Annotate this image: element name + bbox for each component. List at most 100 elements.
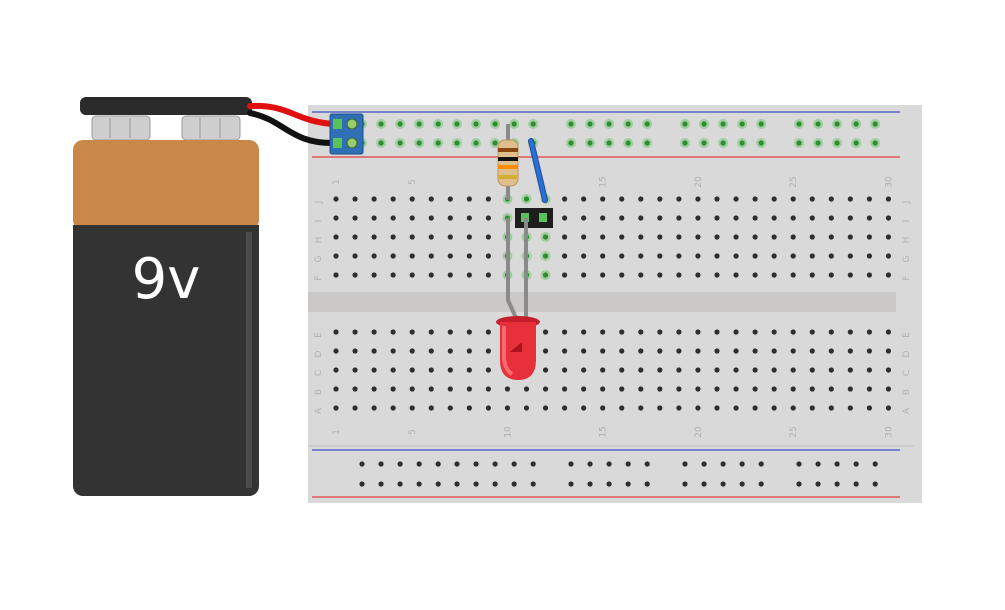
rail-hole-bottom-negative xyxy=(872,461,878,467)
rail-hole-top-positive xyxy=(758,140,764,146)
battery-edge-shine xyxy=(246,232,252,488)
rail-hole-bottom-negative xyxy=(473,461,479,467)
hole-F28 xyxy=(847,272,853,278)
rail-hole-bottom-negative xyxy=(701,461,707,467)
row-label-right: G xyxy=(902,255,912,262)
rail-hole-top-positive xyxy=(720,140,726,146)
rail-hole-top-positive xyxy=(682,140,688,146)
hole-B10 xyxy=(504,386,511,392)
rail-hole-bottom-positive xyxy=(587,481,593,487)
hole-C18 xyxy=(657,367,663,373)
hole-C2 xyxy=(352,367,358,373)
column-label-top: 1 xyxy=(332,179,342,185)
hole-A26 xyxy=(809,405,815,411)
hole-D16 xyxy=(619,348,625,354)
rail-hole-top-positive xyxy=(606,140,612,146)
row-label-left: I xyxy=(314,220,324,223)
hole-D25 xyxy=(790,348,796,354)
rail-hole-top-positive xyxy=(397,140,403,146)
hole-D2 xyxy=(352,348,358,354)
column-label-top: 25 xyxy=(789,176,799,187)
rail-hole-bottom-positive xyxy=(625,481,631,487)
hole-E25 xyxy=(790,329,796,335)
hole-G17 xyxy=(638,253,644,259)
rail-hole-top-negative xyxy=(720,121,726,127)
rail-hole-top-negative xyxy=(378,121,384,127)
hole-D24 xyxy=(771,348,777,354)
hole-J13 xyxy=(562,196,568,202)
resistor-band-3 xyxy=(498,165,518,169)
hole-D17 xyxy=(638,348,644,354)
hole-F29 xyxy=(866,272,873,278)
rail-hole-top-negative xyxy=(682,121,688,127)
hole-B13 xyxy=(562,386,568,392)
hole-E6 xyxy=(428,329,434,335)
hole-J18 xyxy=(657,196,663,202)
rail-hole-bottom-positive xyxy=(701,481,707,487)
hole-A2 xyxy=(352,405,358,411)
rail-hole-bottom-negative xyxy=(739,461,745,467)
hole-A13 xyxy=(562,405,568,411)
hole-I1 xyxy=(333,215,339,221)
hole-J8 xyxy=(466,196,472,202)
jumper-wire xyxy=(529,139,547,202)
rail-hole-top-negative xyxy=(587,121,593,127)
hole-E27 xyxy=(828,329,834,335)
row-label-left: J xyxy=(314,201,324,205)
rail-hole-top-positive xyxy=(435,140,441,146)
rail-hole-top-positive xyxy=(739,140,745,146)
hole-D1 xyxy=(333,348,339,354)
breadboard-labels: 115510101515202025253030JJIIHHGGFFEEDDCC… xyxy=(314,176,912,438)
hole-D12 xyxy=(542,348,549,354)
rail-hole-top-positive xyxy=(644,140,650,146)
hole-A24 xyxy=(771,405,777,411)
battery-body-joint xyxy=(73,225,259,235)
hole-G24 xyxy=(771,253,777,259)
hole-B11 xyxy=(523,386,530,392)
battery-snap-clip xyxy=(80,97,252,115)
hole-A12 xyxy=(542,405,549,411)
hole-A1 xyxy=(333,405,339,411)
hole-J24 xyxy=(771,196,777,202)
hole-G26 xyxy=(809,253,815,259)
hole-G19 xyxy=(676,253,682,259)
hole-F19 xyxy=(676,272,682,278)
hole-A11 xyxy=(523,405,530,411)
hole-B16 xyxy=(619,386,625,392)
battery-terminal-left xyxy=(91,115,151,141)
rail-hole-bottom-negative xyxy=(644,461,650,467)
hole-B22 xyxy=(733,386,739,392)
hole-B30 xyxy=(885,386,892,392)
rail-hole-top-negative xyxy=(834,121,840,127)
hole-G5 xyxy=(409,253,415,259)
row-label-right: D xyxy=(902,350,912,357)
hole-C26 xyxy=(809,367,815,373)
rail-hole-top-positive xyxy=(701,140,707,146)
hole-D20 xyxy=(695,348,701,354)
rail-hole-top-negative xyxy=(416,121,422,127)
hole-B20 xyxy=(695,386,701,392)
hole-F13 xyxy=(562,272,568,278)
hole-B7 xyxy=(447,386,453,392)
hole-F2 xyxy=(352,272,358,278)
hole-H23 xyxy=(752,234,758,240)
hole-G30 xyxy=(885,253,892,259)
rail-hole-top-negative xyxy=(625,121,631,127)
hole-G9 xyxy=(485,253,491,259)
header-pin xyxy=(539,213,547,222)
hole-D21 xyxy=(714,348,720,354)
hole-J17 xyxy=(638,196,644,202)
positive-wire xyxy=(247,102,338,127)
hole-I14 xyxy=(581,215,587,221)
hole-C15 xyxy=(600,367,606,373)
rail-hole-top-positive xyxy=(587,140,593,146)
hole-A10 xyxy=(504,405,511,411)
led-highlight xyxy=(502,326,514,376)
screw-terminal-block xyxy=(329,113,364,155)
rail-hole-top-negative xyxy=(701,121,707,127)
hole-C7 xyxy=(447,367,453,373)
hole-H16 xyxy=(619,234,625,240)
hole-F25 xyxy=(790,272,796,278)
hole-A25 xyxy=(790,405,796,411)
